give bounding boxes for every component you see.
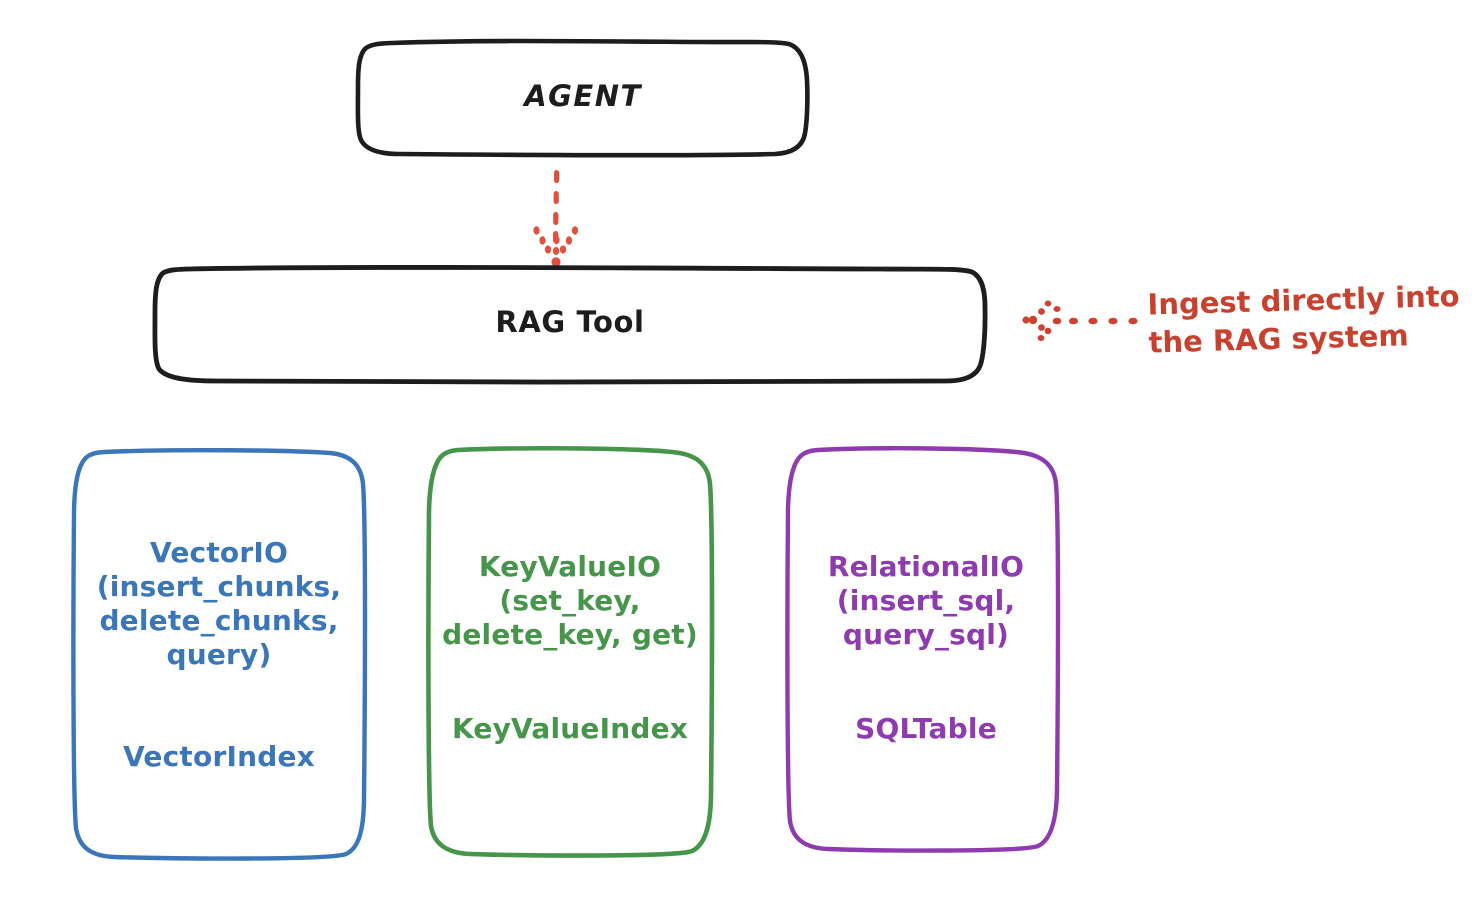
key-value-io-node[interactable] bbox=[426, 445, 715, 858]
key-value-io-api-label: KeyValueIO (set_key, delete_key, get) bbox=[442, 550, 698, 651]
relational-io-index-label: SQLTable bbox=[855, 712, 997, 745]
vector-io-box-outline bbox=[71, 447, 368, 861]
ingest-annotation-text: Ingest directly into the RAG system bbox=[1147, 278, 1461, 360]
agent-to-rag-dotted-arrow-icon bbox=[533, 170, 579, 267]
vector-io-index-label: VectorIndex bbox=[123, 740, 315, 773]
rag-tool-node[interactable] bbox=[152, 265, 988, 385]
relational-io-box-outline bbox=[785, 446, 1061, 853]
relational-io-api-label: RelationalIO (insert_sql, query_sql) bbox=[827, 550, 1025, 651]
ingest-dotted-arrow-icon bbox=[1022, 300, 1138, 341]
vector-io-api-label: VectorIO (insert_chunks, delete_chunks, … bbox=[96, 536, 342, 671]
key-value-io-index-label: KeyValueIndex bbox=[451, 712, 689, 745]
key-value-io-box-outline bbox=[426, 445, 715, 858]
agent-box-outline bbox=[355, 38, 810, 158]
agent-label: AGENT bbox=[524, 79, 642, 113]
rag-tool-label: RAG Tool bbox=[495, 305, 645, 339]
agent-node[interactable] bbox=[355, 38, 810, 158]
relational-io-node[interactable] bbox=[785, 446, 1061, 853]
vector-io-node[interactable] bbox=[71, 447, 368, 861]
rag-tool-box-outline bbox=[152, 265, 988, 385]
